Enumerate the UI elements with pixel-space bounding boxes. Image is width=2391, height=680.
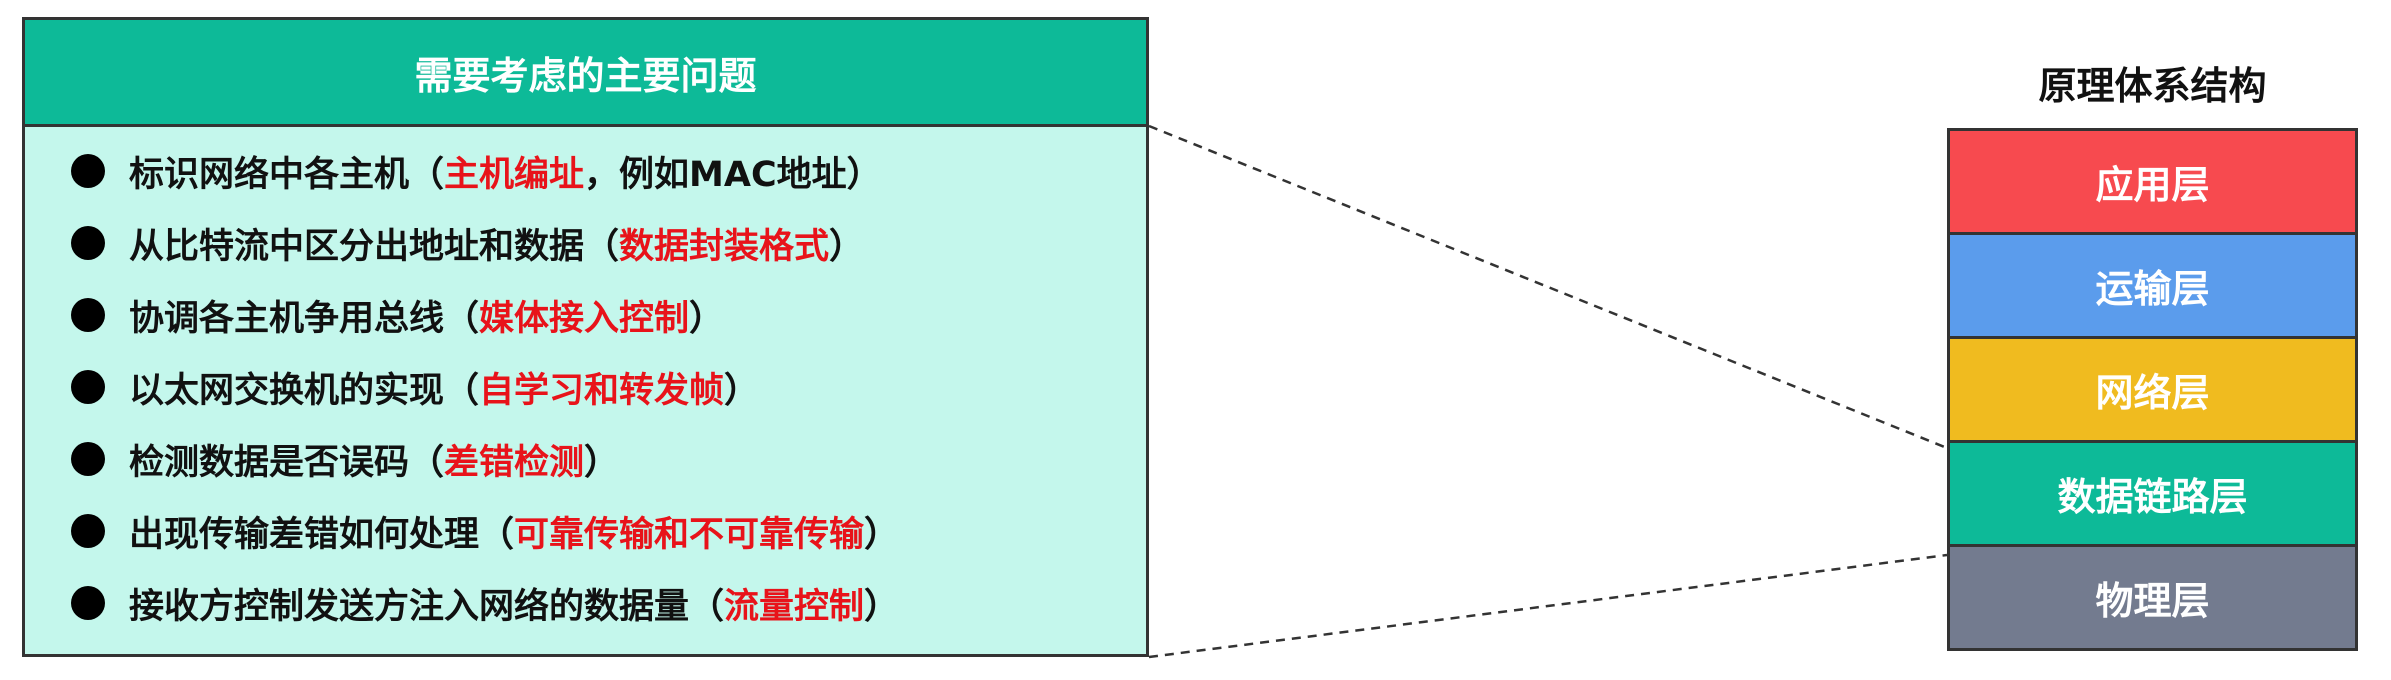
bullet-icon — [71, 370, 105, 404]
issues-panel-header: 需要考虑的主要问题 — [25, 20, 1146, 127]
layer-data-link: 数据链路层 — [1947, 440, 2358, 547]
bullet-icon — [71, 514, 105, 548]
issue-suffix: ） — [724, 370, 760, 411]
connector-line-bottom — [1148, 553, 1948, 659]
issue-item-addressing: 标识网络中各主机（主机编址，例如MAC地址） — [25, 135, 1146, 207]
layer-application: 应用层 — [1947, 128, 2358, 235]
bullet-icon — [71, 154, 105, 188]
issue-suffix: ） — [584, 442, 620, 483]
issue-text: 出现传输差错如何处理（ — [129, 514, 515, 555]
bullet-icon — [71, 586, 105, 620]
layer-physical: 物理层 — [1947, 544, 2358, 651]
issue-suffix: ） — [864, 586, 900, 627]
issue-highlight: 可靠传输和不可靠传输 — [514, 514, 865, 555]
issue-item-framing: 从比特流中区分出地址和数据（数据封装格式） — [25, 207, 1146, 279]
bullet-icon — [71, 442, 105, 476]
issue-suffix: ） — [864, 514, 900, 555]
issue-item-error-detection: 检测数据是否误码（差错检测） — [25, 423, 1146, 495]
issue-suffix: ） — [829, 226, 865, 267]
issues-list: 标识网络中各主机（主机编址，例如MAC地址） 从比特流中区分出地址和数据（数据封… — [25, 127, 1146, 639]
issue-text: 接收方控制发送方注入网络的数据量（ — [129, 586, 725, 627]
issue-highlight: 流量控制 — [724, 586, 865, 627]
issue-suffix: ） — [689, 298, 725, 339]
issue-highlight: 自学习和转发帧 — [479, 370, 725, 411]
issue-text: 从比特流中区分出地址和数据（ — [129, 226, 620, 267]
issue-item-switching: 以太网交换机的实现（自学习和转发帧） — [25, 351, 1146, 423]
issues-panel: 需要考虑的主要问题 标识网络中各主机（主机编址，例如MAC地址） 从比特流中区分… — [22, 17, 1149, 657]
issue-highlight: 媒体接入控制 — [479, 298, 690, 339]
issue-text: 标识网络中各主机（ — [129, 154, 445, 195]
bullet-icon — [71, 226, 105, 260]
layer-network: 网络层 — [1947, 336, 2358, 443]
issue-text: 以太网交换机的实现（ — [129, 370, 480, 411]
layer-transport: 运输层 — [1947, 232, 2358, 339]
issue-highlight: 差错检测 — [444, 442, 585, 483]
issue-item-flow-control: 接收方控制发送方注入网络的数据量（流量控制） — [25, 567, 1146, 639]
issue-text: 检测数据是否误码（ — [129, 442, 445, 483]
connector-line-top — [1148, 124, 1948, 450]
issue-highlight: 数据封装格式 — [619, 226, 830, 267]
issue-text: 协调各主机争用总线（ — [129, 298, 480, 339]
issue-item-reliable-transfer: 出现传输差错如何处理（可靠传输和不可靠传输） — [25, 495, 1146, 567]
layer-stack: 应用层 运输层 网络层 数据链路层 物理层 — [1947, 128, 2358, 651]
layer-stack-title: 原理体系结构 — [2038, 64, 2267, 108]
issue-highlight: 主机编址 — [444, 154, 585, 195]
issue-item-media-access: 协调各主机争用总线（媒体接入控制） — [25, 279, 1146, 351]
bullet-icon — [71, 298, 105, 332]
issue-suffix: ，例如MAC地址） — [584, 154, 882, 195]
